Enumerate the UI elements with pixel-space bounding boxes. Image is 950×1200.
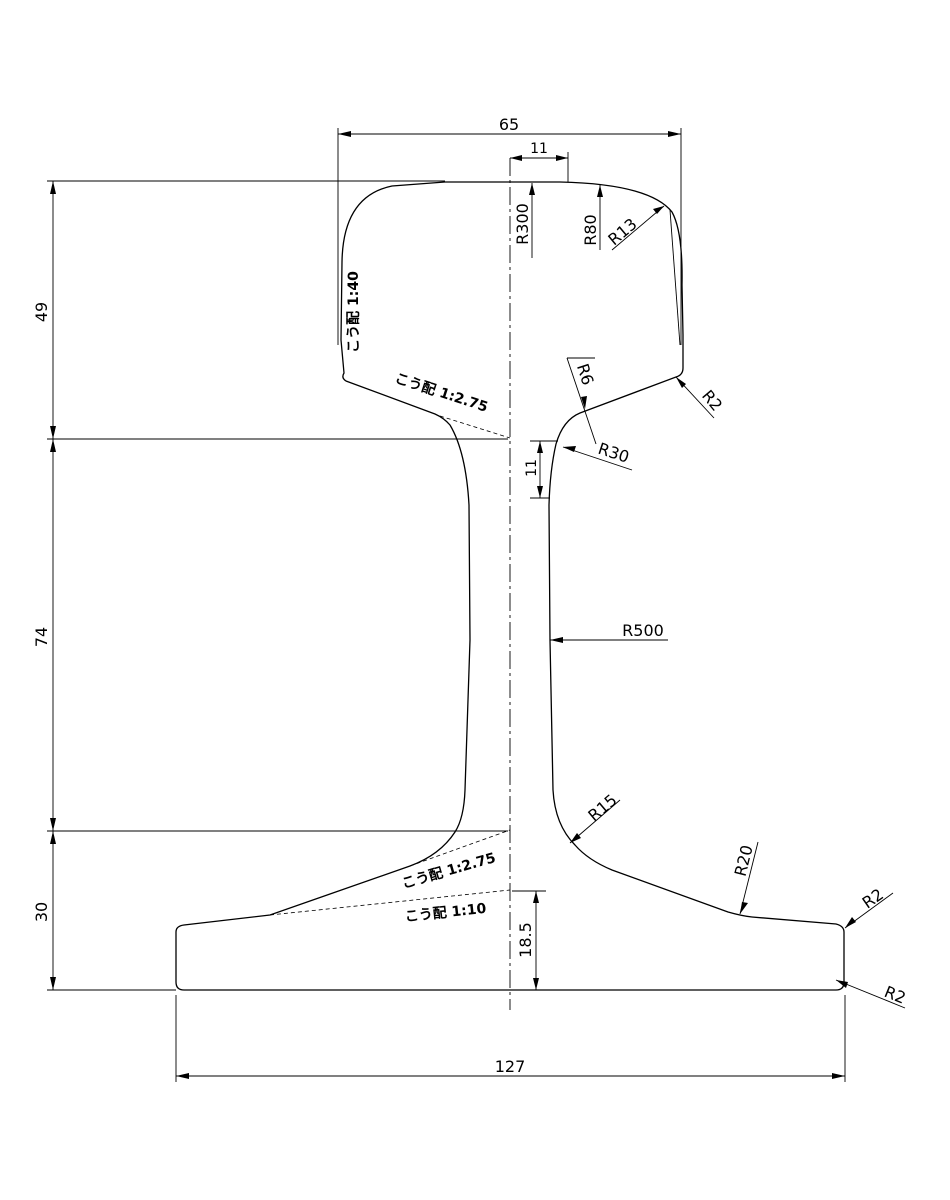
radius-base-flange-leader xyxy=(739,841,759,915)
radius-head-web-large-leader xyxy=(562,446,633,471)
note-head-under-slope: こう配 1:2.75 xyxy=(393,371,490,416)
radius-head-corner: R13 xyxy=(604,214,640,249)
base-upper-slope-construction xyxy=(409,829,511,867)
web-fillet-offset-dimension xyxy=(530,440,558,499)
radius-web-base-leader xyxy=(569,799,621,844)
dimension-head-offset: 11 xyxy=(530,141,548,157)
dimension-head-height: 49 xyxy=(32,302,51,322)
radius-crown-center: R300 xyxy=(513,203,532,245)
radius-base-top-corner: R2 xyxy=(859,885,887,913)
head-width-dimension xyxy=(337,128,682,345)
radius-head-web-small: R6 xyxy=(573,361,598,387)
dimension-web-height: 74 xyxy=(32,627,51,647)
radius-head-corner-leader xyxy=(611,205,665,251)
radius-web-base: R15 xyxy=(584,790,620,825)
radius-crown-center-leader xyxy=(529,183,535,258)
radius-web-profile: R500 xyxy=(622,621,664,640)
base-width-dimension xyxy=(175,995,846,1082)
radius-crown-side: R80 xyxy=(581,214,600,245)
radius-head-bottom-corner: R2 xyxy=(698,386,726,415)
rail-profile-outline xyxy=(175,181,845,991)
radius-head-bottom-corner-leader xyxy=(675,376,715,419)
dimension-base-width: 127 xyxy=(495,1057,526,1076)
left-dimension-chain xyxy=(47,180,508,991)
radius-web-profile-leader xyxy=(550,637,668,643)
radius-base-bottom-corner: R2 xyxy=(882,982,909,1008)
radius-head-web-large: R30 xyxy=(596,439,632,467)
head-offset-dimension xyxy=(510,152,569,182)
radius-base-flange: R20 xyxy=(731,843,757,878)
radius-head-web-small-leader xyxy=(566,357,597,445)
base-center-height-dimension xyxy=(512,890,546,990)
note-head-side-slope: こう配 1:40 xyxy=(346,271,362,353)
dimension-base-height: 30 xyxy=(32,902,51,922)
head-side-slope-line xyxy=(669,209,681,346)
dimension-base-center-height: 18.5 xyxy=(516,922,535,958)
base-lower-slope-construction xyxy=(269,889,511,916)
dimension-web-fillet-offset: 11 xyxy=(524,459,540,477)
radius-base-bottom-corner-leader xyxy=(835,979,906,1009)
note-base-lower-slope: こう配 1:10 xyxy=(404,901,487,925)
radius-crown-side-leader xyxy=(597,185,603,250)
head-under-slope-construction xyxy=(439,415,511,439)
radius-base-top-corner-leader xyxy=(844,892,894,929)
dimension-head-width: 65 xyxy=(499,115,519,134)
note-base-upper-slope: こう配 1:2.75 xyxy=(400,850,497,892)
